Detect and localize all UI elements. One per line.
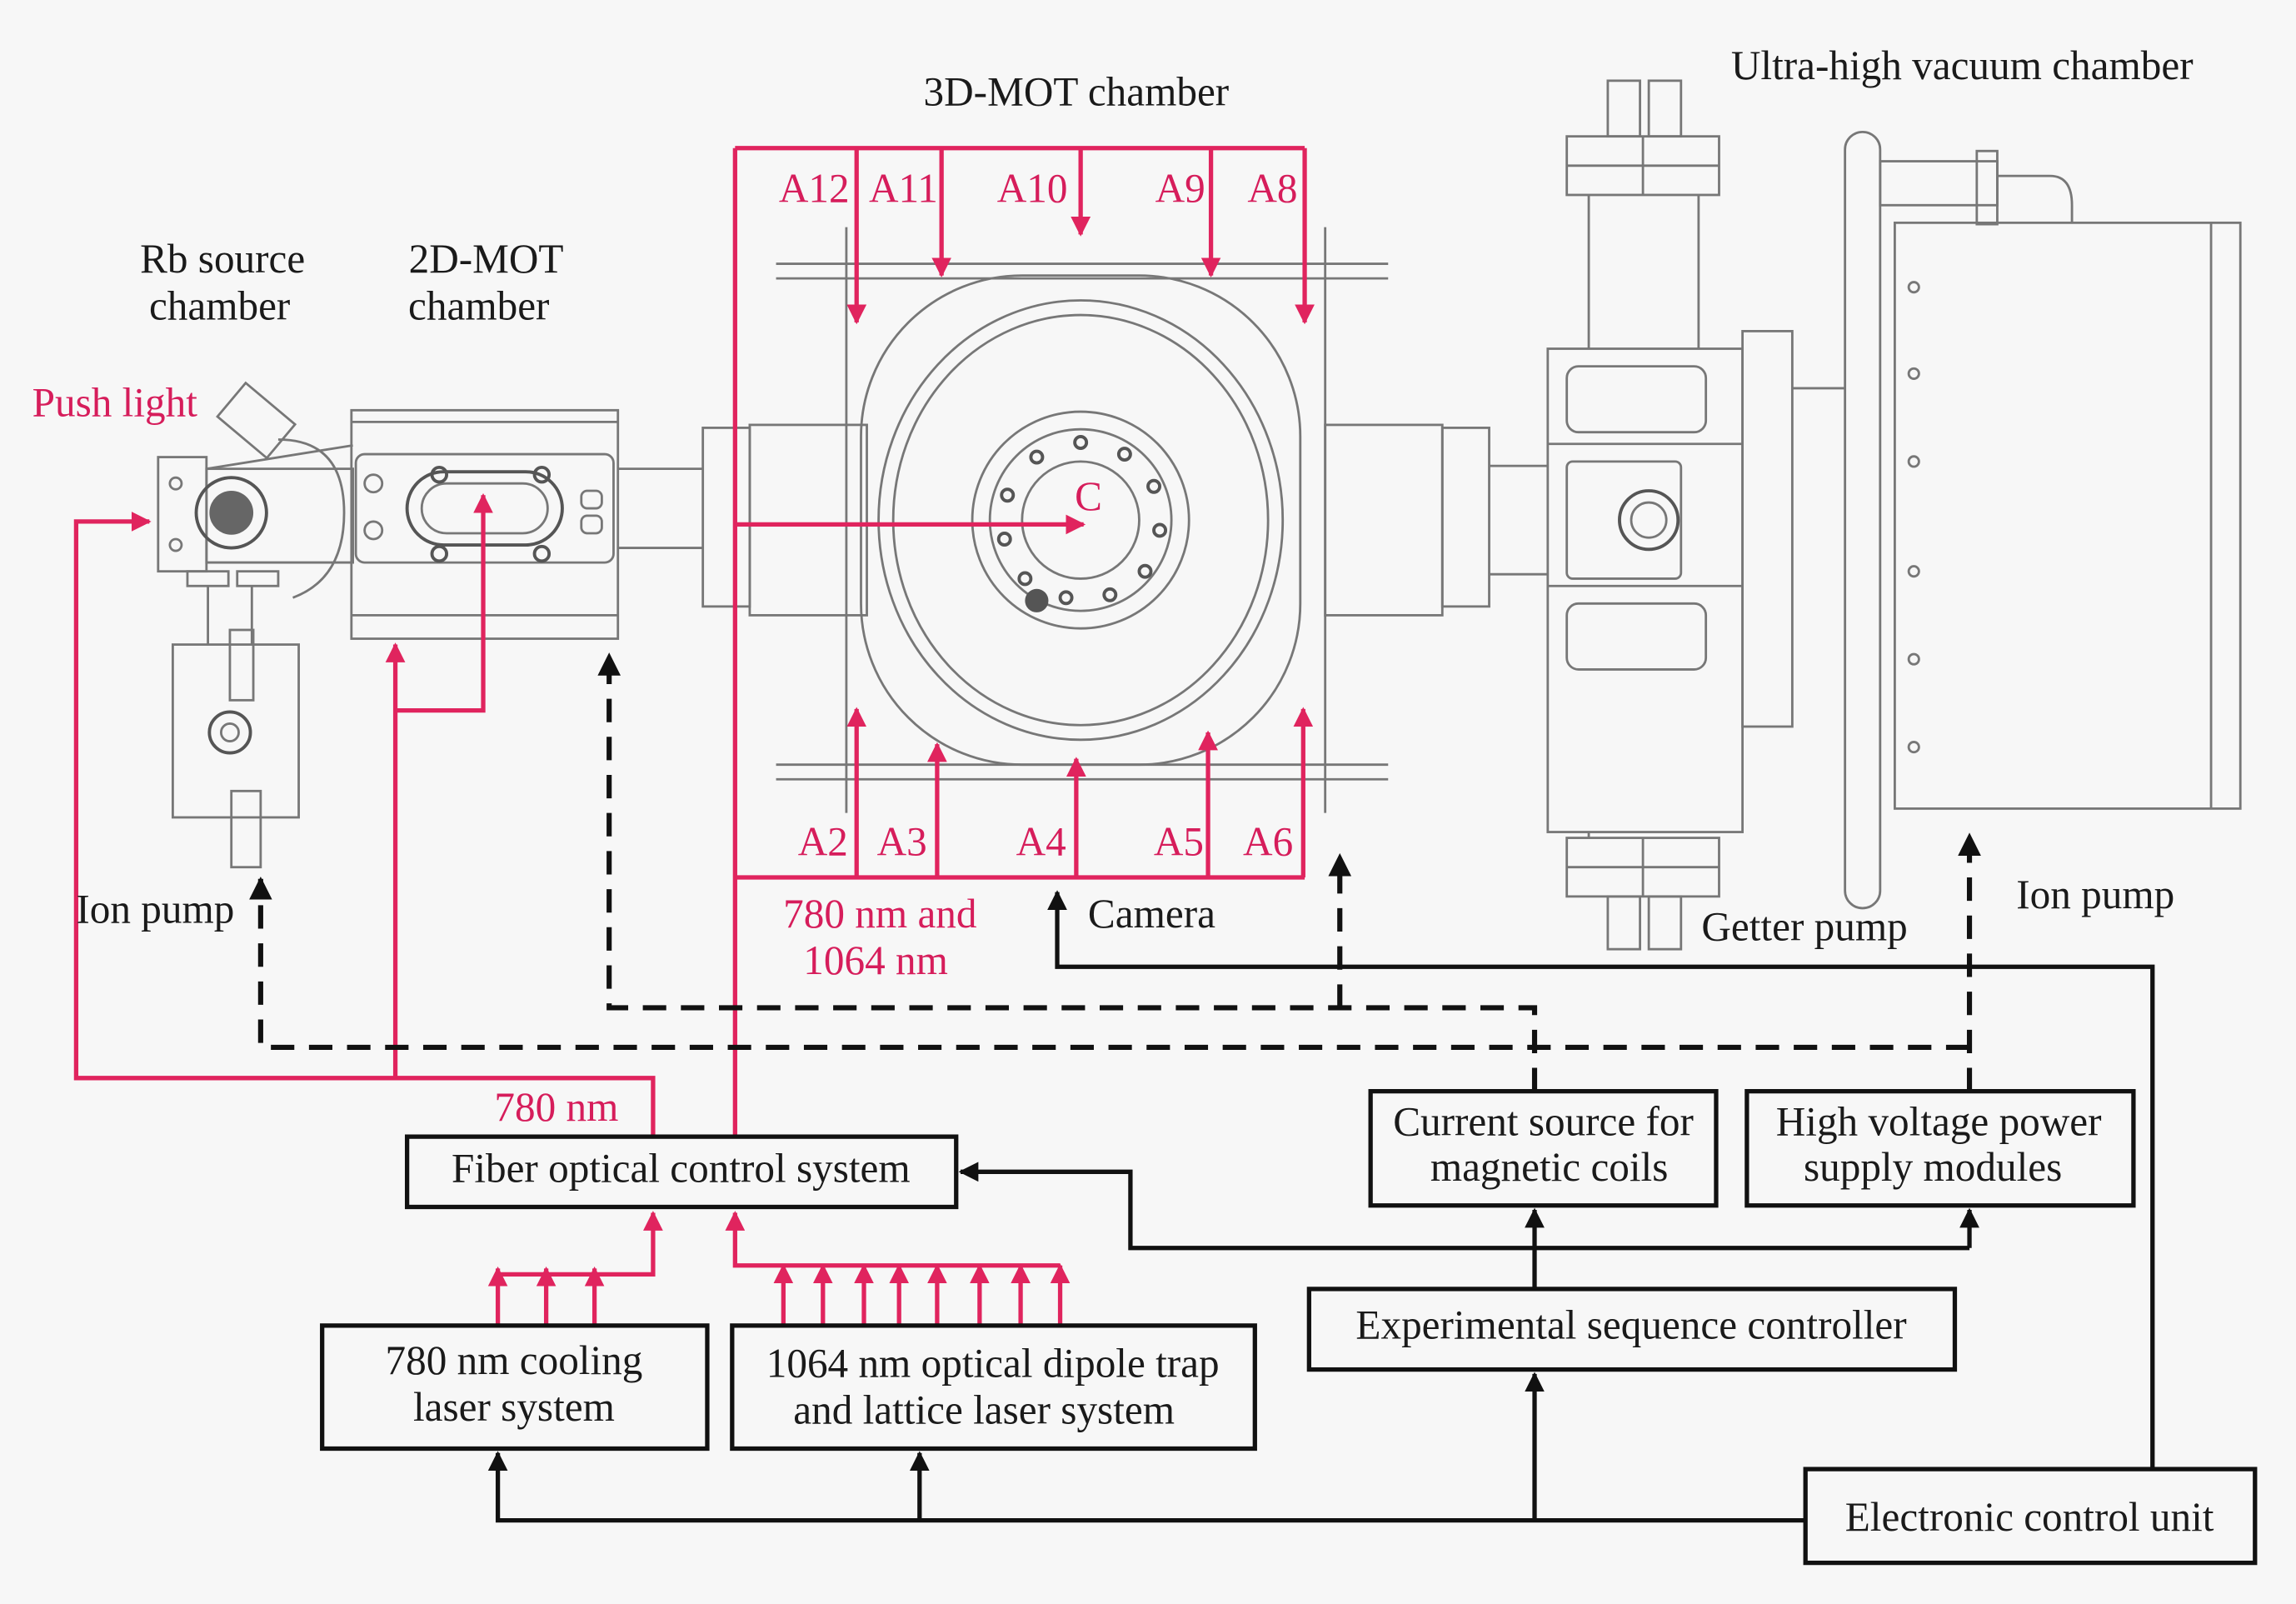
- sequence-controller-label: Experimental sequence controller: [1355, 1302, 1906, 1348]
- dipole-trap-label-line2: and lattice laser system: [793, 1387, 1175, 1433]
- hv-supply-label-line2: supply modules: [1804, 1144, 2062, 1190]
- cooling-laser-780-box[interactable]: 780 nm cooling laser system: [320, 1323, 710, 1452]
- push-light-path: [73, 512, 656, 1136]
- fiber-optical-control-box[interactable]: Fiber optical control system: [404, 1134, 959, 1210]
- beam-label-a4: A4: [1016, 819, 1066, 865]
- rb-source-label-line2: chamber: [149, 282, 290, 328]
- getter-pump-label: Getter pump: [1701, 904, 1907, 950]
- beam-label-a10: A10: [997, 166, 1068, 212]
- rb-source-chamber-drawing: [157, 381, 355, 869]
- beam-780-1064-label-line1: 780 nm and: [783, 891, 976, 937]
- current-source-label-line2: magnetic coils: [1430, 1144, 1669, 1190]
- hv-supply-box[interactable]: High voltage power supply modules: [1744, 1089, 2136, 1208]
- optical-paths: [73, 146, 1315, 1326]
- beam-labels-top: A12 A11 A10 A9 A8: [779, 166, 1298, 212]
- beam-780-1064-label-line2: 1064 nm: [803, 937, 948, 983]
- dipole-trap-label-line1: 1064 nm optical dipole trap: [766, 1340, 1220, 1386]
- beam-label-a11: A11: [869, 166, 938, 212]
- beam-label-a3: A3: [877, 819, 927, 865]
- beam-label-a5: A5: [1154, 819, 1204, 865]
- mot2d-beam-2: [395, 492, 493, 713]
- beam-labels-bottom: A2 A3 A4 A5 A6: [798, 819, 1293, 865]
- camera-label: Camera: [1088, 891, 1215, 937]
- sequence-controller-box[interactable]: Experimental sequence controller: [1306, 1287, 1958, 1372]
- mot2d-chamber-drawing: [206, 408, 703, 640]
- push-light-label: Push light: [32, 379, 198, 425]
- beam-label-a6: A6: [1243, 819, 1293, 865]
- dipole-trap-1064-box[interactable]: 1064 nm optical dipole trap and lattice …: [730, 1323, 1257, 1452]
- flange-bolts: [996, 435, 1168, 606]
- fiber-optical-control-label: Fiber optical control system: [452, 1146, 911, 1192]
- beam-label-a12: A12: [779, 166, 850, 212]
- cooling-laser-label-line2: laser system: [413, 1384, 615, 1430]
- beam-label-a2: A2: [798, 819, 848, 865]
- beam-780-label: 780 nm: [494, 1084, 618, 1130]
- hv-supply-label-line1: High voltage power: [1776, 1098, 2102, 1144]
- uhv-chamber-drawing: [1489, 79, 2242, 951]
- ion-pump-right-label: Ion pump: [2016, 872, 2174, 917]
- current-source-box[interactable]: Current source for magnetic coils: [1368, 1089, 1719, 1208]
- cooling-laser-label-line1: 780 nm cooling: [385, 1337, 642, 1383]
- ion-pump-left-label: Ion pump: [76, 887, 234, 932]
- mot3d-chamber-drawing: [701, 227, 1490, 813]
- beam-label-a8: A8: [1247, 166, 1297, 212]
- mot2d-label-line1: 2D-MOT: [409, 236, 564, 282]
- mot3d-label: 3D-MOT chamber: [924, 69, 1230, 115]
- rb-source-label-line1: Rb source: [140, 236, 305, 282]
- mot2d-label-line2: chamber: [408, 282, 549, 328]
- beam-label-a9: A9: [1155, 166, 1205, 212]
- electronic-control-unit-box[interactable]: Electronic control unit: [1803, 1467, 2258, 1566]
- control-paths: [487, 890, 2155, 1523]
- current-source-label-line1: Current source for: [1393, 1098, 1694, 1144]
- power-paths: [249, 652, 1981, 1092]
- ecu-label: Electronic control unit: [1845, 1494, 2214, 1540]
- uhv-label: Ultra-high vacuum chamber: [1731, 42, 2194, 88]
- center-c-label: C: [1075, 473, 1102, 519]
